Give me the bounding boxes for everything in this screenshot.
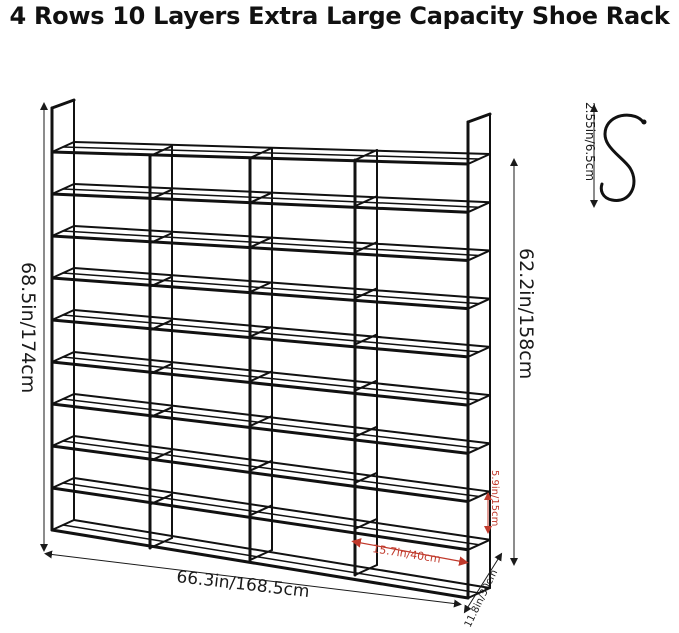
shelf-side-tie	[51, 393, 75, 405]
shelf-side-tie	[51, 183, 75, 195]
width-label: 66.3in/168.5cm	[175, 567, 310, 602]
shelf-side-tie	[51, 141, 75, 153]
shelf-side-tie	[51, 351, 75, 363]
column-width-line	[351, 538, 469, 566]
shelf-side-tie	[467, 490, 491, 503]
shelf-side-tie	[249, 415, 273, 427]
handle-bar	[466, 112, 492, 124]
shelf-side-tie	[149, 232, 173, 245]
shelf-side-tie	[354, 195, 378, 208]
shelf-side-tie	[51, 477, 75, 489]
shelf-side-tie	[354, 425, 378, 438]
shelf-front-rail	[50, 234, 470, 262]
shelf-back-rail	[73, 309, 491, 348]
shelf-side-tie	[149, 319, 173, 332]
shelf-side-tie	[467, 442, 491, 455]
shelf-back-rail	[73, 435, 491, 493]
shelf-side-tie	[354, 149, 378, 161]
shelf-front-rail	[50, 444, 470, 504]
shelf-side-tie	[149, 537, 173, 549]
shelf-side-tie	[51, 225, 75, 237]
shelf-side-tie	[249, 370, 273, 383]
shelf-back-rail	[73, 267, 491, 300]
shelf-side-tie	[149, 406, 173, 419]
shelf-side-tie	[467, 394, 491, 407]
shelf-side-tie	[467, 297, 491, 310]
shelf-back-rail	[73, 183, 491, 204]
page-title: 4 Rows 10 Layers Extra Large Capacity Sh…	[9, 2, 670, 30]
shelf-side-tie	[249, 236, 273, 249]
shelf-side-tie	[249, 147, 273, 159]
depth-line	[463, 552, 503, 614]
shelf-side-tie	[149, 275, 173, 288]
shelf-front-rail	[50, 276, 470, 311]
shelf-side-tie	[354, 517, 378, 530]
shelf-side-tie	[354, 333, 378, 346]
shelf-front-rail	[50, 360, 470, 407]
shelf-side-tie	[149, 493, 173, 506]
shelf-side-tie	[354, 471, 378, 484]
shelf-side-tie	[354, 241, 378, 254]
shelf-front-rail	[50, 402, 470, 455]
shelf-side-tie	[51, 435, 75, 447]
shelf-height-label: 62.2in/158cm	[515, 248, 537, 379]
shelf-side-tie	[467, 345, 491, 358]
shelf-front-rail	[50, 150, 470, 166]
shelf-side-tie	[467, 538, 491, 551]
shelf-side-tie	[467, 153, 491, 165]
shelf-side-tie	[249, 191, 273, 204]
shelf-back-rail	[73, 477, 491, 541]
shelf-side-tie	[51, 519, 75, 531]
shelf-front-rail	[50, 318, 470, 359]
layer-gap-label: 5.9in/15cm	[489, 470, 500, 526]
shelf-side-tie	[249, 281, 273, 293]
shelf-front-rail	[50, 192, 470, 214]
hook-size-label: 2.55in/6.5cm	[583, 102, 597, 181]
shelf-side-tie	[249, 325, 273, 338]
shelf-side-tie	[354, 287, 378, 300]
shelf-side-tie	[467, 249, 491, 262]
shelf-back-rail	[73, 141, 491, 155]
shelf-side-tie	[149, 362, 173, 375]
shoe-rack	[50, 98, 492, 600]
shelf-side-tie	[149, 188, 173, 201]
shelf-side-tie	[51, 309, 75, 321]
shelf-side-tie	[354, 379, 378, 392]
shelf-side-tie	[249, 504, 273, 517]
shelf-side-tie	[51, 267, 75, 279]
shelf-side-tie	[249, 459, 273, 472]
shelf-side-tie	[149, 449, 173, 462]
total-height-label: 68.5in/174cm	[17, 262, 39, 393]
shelf-back-rail	[73, 225, 491, 252]
s-hook-icon	[599, 113, 647, 202]
shelf-back-rail	[73, 351, 491, 397]
shelf-back-rail	[73, 393, 491, 445]
shelf-side-tie	[467, 201, 491, 214]
width-line	[44, 550, 462, 608]
shelf-side-tie	[149, 145, 173, 157]
handle-bar	[50, 98, 76, 110]
